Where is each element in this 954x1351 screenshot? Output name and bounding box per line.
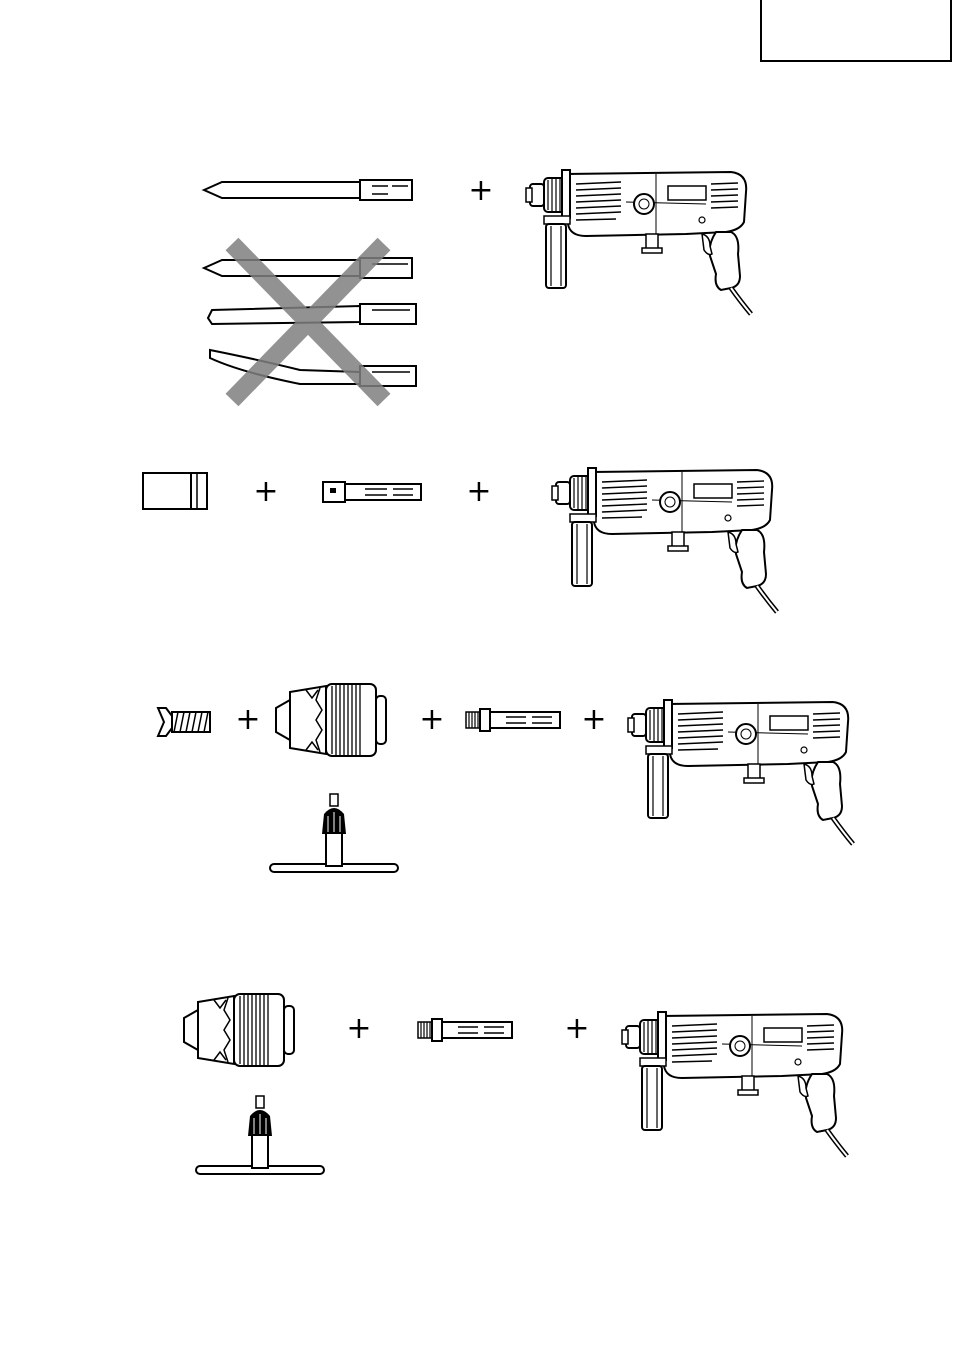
rotary-hammer-drill-icon (622, 1012, 847, 1156)
row-4 (184, 994, 847, 1174)
rotary-hammer-drill-icon (526, 170, 751, 314)
sds-adapter-icon (323, 482, 421, 502)
chuck-key-icon (270, 794, 398, 872)
chuck-screw-icon (158, 708, 210, 736)
drill-chuck-icon (184, 994, 294, 1066)
row-3 (158, 684, 853, 872)
row-2 (143, 468, 777, 612)
drill-chuck-icon (276, 684, 386, 756)
rotary-hammer-drill-icon (628, 700, 853, 844)
rotary-hammer-drill-icon (552, 468, 777, 612)
point-chisel-icon (204, 180, 412, 200)
chuck-key-icon (196, 1096, 324, 1174)
chuck-adapter-icon (418, 1019, 512, 1041)
chuck-adapter-icon (466, 709, 560, 731)
core-bit-icon (143, 473, 207, 509)
row-1 (204, 170, 751, 400)
bull-point-chisel-icon (204, 258, 412, 278)
